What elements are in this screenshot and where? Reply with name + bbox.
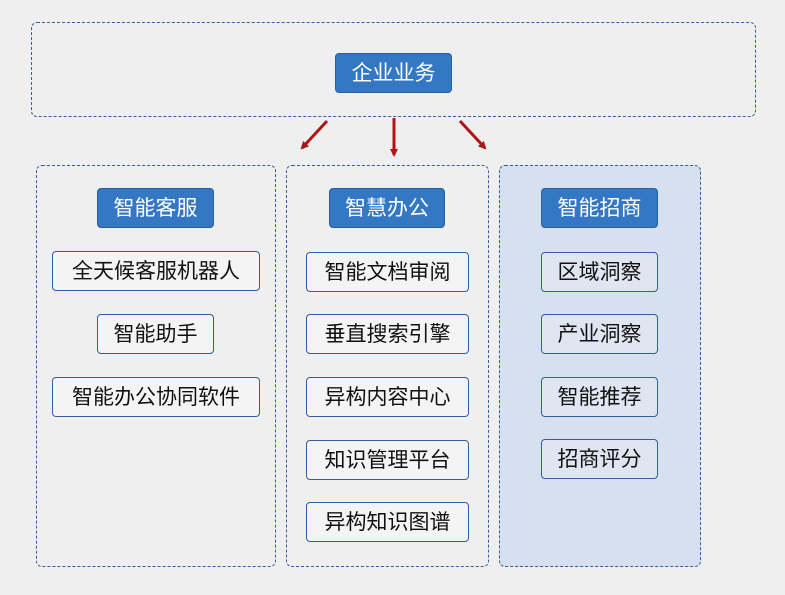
list-item: 区域洞察	[541, 252, 658, 292]
list-item: 招商评分	[541, 439, 658, 479]
list-item: 智能推荐	[541, 377, 658, 417]
list-item: 垂直搜索引擎	[306, 314, 469, 354]
top-container	[31, 22, 756, 117]
arrow-right	[458, 119, 487, 150]
arrow-left	[300, 119, 329, 150]
list-item: 智能助手	[97, 314, 214, 354]
list-item: 智能办公协同软件	[52, 377, 260, 417]
root-node: 企业业务	[335, 53, 452, 93]
column-title-smart-service: 智能客服	[97, 188, 214, 228]
panel-smart-office	[286, 165, 489, 567]
panel-smart-service	[36, 165, 276, 567]
list-item: 智能文档审阅	[306, 252, 469, 292]
column-title-smart-investment: 智能招商	[541, 188, 658, 228]
list-item: 知识管理平台	[306, 440, 469, 480]
list-item: 异构知识图谱	[306, 502, 469, 542]
list-item: 异构内容中心	[306, 377, 469, 417]
list-item: 产业洞察	[541, 314, 658, 354]
column-title-smart-office: 智慧办公	[329, 188, 445, 228]
panel-smart-investment	[499, 165, 701, 567]
list-item: 全天候客服机器人	[52, 251, 260, 291]
